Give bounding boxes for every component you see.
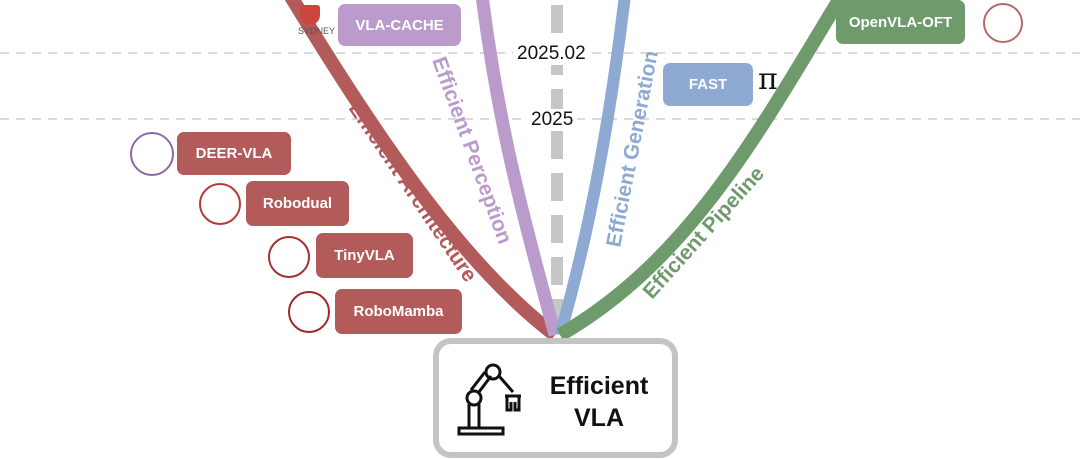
generation-branch <box>554 0 631 337</box>
center-title-line1: Efficient <box>549 372 649 400</box>
pipeline-label: Efficient Pipeline <box>639 162 769 303</box>
center-title-line2: VLA <box>574 404 624 432</box>
year-label: 2025 <box>527 109 578 131</box>
robot-arm-icon <box>457 363 521 436</box>
perception-branch <box>476 0 562 337</box>
university-crest-icon <box>300 5 320 25</box>
university-seal-icon <box>130 132 174 176</box>
center-title: Efficient VLA <box>534 370 664 434</box>
pku-seal-icon <box>288 291 330 333</box>
university-seal-icon <box>268 236 310 278</box>
stanford-seal-icon <box>983 3 1023 43</box>
method-vla-cache: VLA-CACHE <box>338 4 461 46</box>
method-deer-vla: DEER-VLA <box>177 132 291 175</box>
method-tinyvla: TinyVLA <box>316 233 413 278</box>
method-robodual: Robodual <box>246 181 349 226</box>
method-robomamba: RoboMamba <box>335 289 462 334</box>
year-label: 2025.02 <box>513 43 590 65</box>
method-openvla-oft: OpenVLA-OFT <box>836 0 965 44</box>
pi-logo: π <box>758 62 778 97</box>
pipeline-branch <box>556 0 848 342</box>
university-seal-icon <box>199 183 241 225</box>
sydney-logo-text: SYDNEY <box>298 26 336 36</box>
method-fast: FAST <box>663 63 753 106</box>
architecture-branch <box>284 0 560 341</box>
efficient-vla-box: Efficient VLA <box>433 338 678 458</box>
